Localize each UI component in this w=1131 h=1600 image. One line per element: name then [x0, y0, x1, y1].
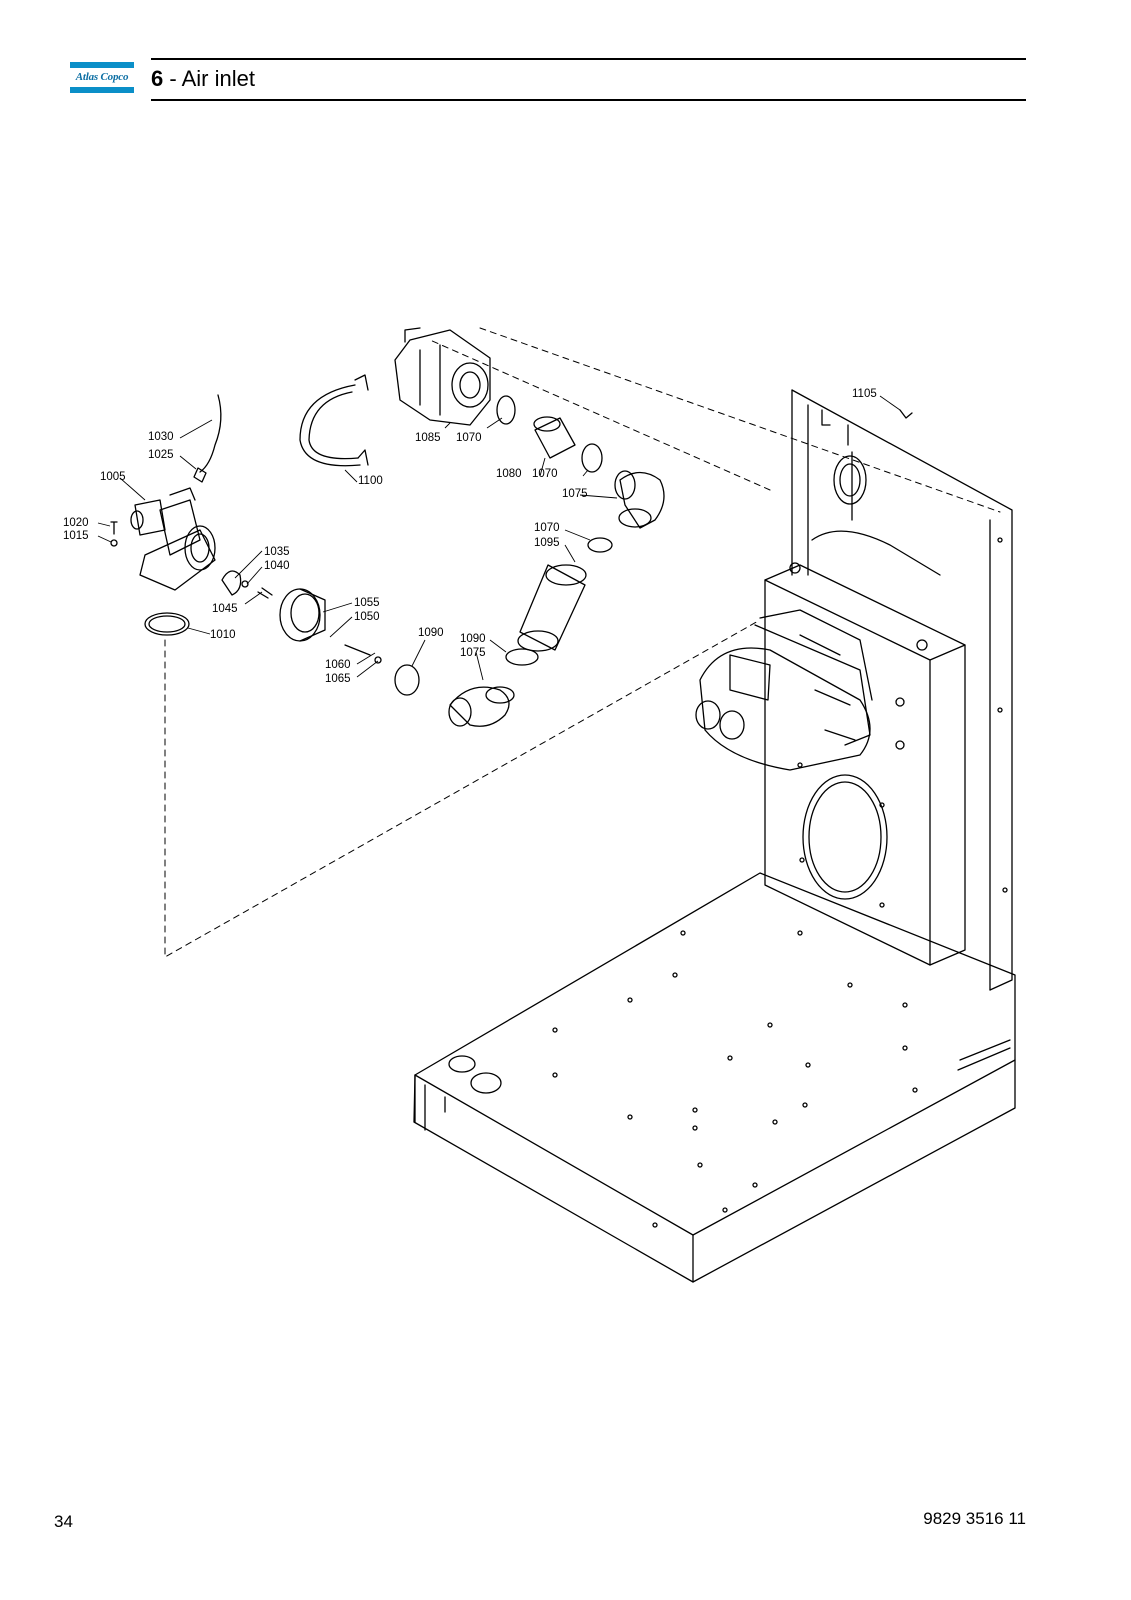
label-1090: 1090 [460, 633, 486, 645]
part-1090-clamp [394, 664, 420, 696]
section-number: 6 [151, 66, 164, 91]
part-1015-washer [110, 539, 118, 547]
title-separator: - [163, 66, 182, 91]
part-1030-cable [199, 394, 222, 473]
label-1060: 1060 [325, 659, 351, 671]
part-1095-hose [517, 564, 587, 652]
label-1010: 1010 [210, 629, 236, 641]
label-1040: 1040 [264, 560, 290, 572]
label-1095: 1095 [534, 537, 560, 549]
part-1090-clamp-lower [505, 648, 539, 666]
part-1005-unloader-valve [130, 487, 216, 591]
page-title: 6 - Air inlet [151, 64, 255, 94]
part-1105-screw [899, 409, 913, 419]
mounting-plate [764, 562, 966, 966]
atlas-copco-logo: Atlas Copco [70, 62, 134, 94]
part-1070-clamp-lower [587, 537, 613, 553]
label-1005: 1005 [100, 471, 126, 483]
label-1020: 1020 [63, 517, 89, 529]
logo-top-bar [70, 62, 134, 68]
base-frame [413, 872, 1016, 1283]
part-1055-flange [279, 588, 326, 642]
label-1070: 1070 [456, 432, 482, 444]
label-1025: 1025 [148, 449, 174, 461]
document-number: 9829 3516 11 [923, 1509, 1026, 1528]
label-1100: 1100 [358, 475, 383, 487]
header-rule-top [151, 58, 1026, 60]
label-1105: 1105 [852, 388, 877, 400]
label-1015: 1015 [63, 530, 89, 542]
part-1075-elbow-upper [614, 470, 665, 529]
part-1010-oring [144, 612, 190, 636]
label-1070: 1070 [534, 522, 560, 534]
label-1030: 1030 [148, 431, 174, 443]
label-1070: 1070 [532, 468, 558, 480]
part-1045-spring [257, 587, 273, 599]
part-labels: 1030 1025 1005 1020 1015 1035 1040 1045 … [63, 388, 877, 685]
part-1080-sleeve [533, 416, 576, 459]
label-1080: 1080 [496, 468, 522, 480]
logo-bottom-bar [70, 87, 134, 93]
part-1085-air-filter [394, 327, 491, 426]
page-number: 34 [54, 1512, 73, 1531]
header-rule-bottom [151, 99, 1026, 101]
logo-wordmark: Atlas Copco [75, 71, 129, 83]
label-1085: 1085 [415, 432, 441, 444]
part-1065-washer [374, 656, 382, 664]
label-1065: 1065 [325, 673, 351, 685]
part-1100-strap [299, 374, 369, 467]
label-1045: 1045 [212, 603, 238, 615]
part-1070-clamp-upper [496, 395, 516, 425]
part-1025-fitting [193, 467, 207, 483]
part-1070-clamp-middle [581, 443, 603, 473]
label-1035: 1035 [264, 546, 290, 558]
rear-panel [791, 389, 1013, 991]
section-title: Air inlet [181, 66, 255, 91]
compressor-element [695, 609, 873, 771]
part-1060-pin [344, 644, 371, 656]
assembly-dashed-lines [164, 327, 1001, 958]
label-1055: 1055 [354, 597, 380, 609]
label-1075: 1075 [562, 488, 588, 500]
label-1090: 1090 [418, 627, 444, 639]
label-1050: 1050 [354, 611, 380, 623]
part-1035-valve-disc [221, 570, 249, 596]
leader-lines [97, 395, 901, 681]
label-1075: 1075 [460, 647, 486, 659]
part-1020-screw [110, 521, 118, 535]
part-1075-elbow-lower [448, 686, 515, 727]
